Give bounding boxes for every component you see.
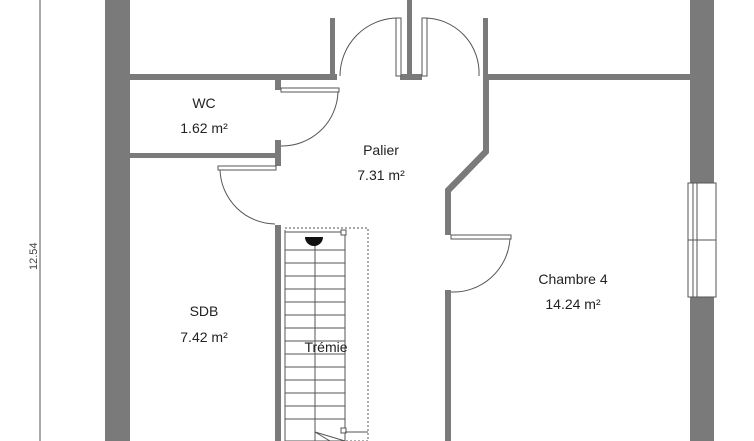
top-wall-left xyxy=(105,74,337,80)
dimension-line: 12.54 xyxy=(28,0,41,441)
dimension-label: 12.54 xyxy=(28,242,40,270)
door-jamb-left xyxy=(330,18,335,78)
room-labels: WC 1.62 m² Palier 7.31 m² SDB 7.42 m² Ch… xyxy=(180,95,608,355)
wc-right-wall-lower xyxy=(275,140,281,158)
room-area-sdb: 7.42 m² xyxy=(180,329,228,345)
chambre-left-wall-lower xyxy=(445,290,451,441)
top-wall-right xyxy=(483,74,714,80)
tremie-outline xyxy=(284,227,369,441)
room-area-wc: 1.62 m² xyxy=(180,120,228,136)
top-doors xyxy=(339,17,480,77)
room-name-sdb: SDB xyxy=(190,303,219,319)
right-exterior-wall-lower xyxy=(690,295,714,441)
door-center-wall xyxy=(407,0,412,78)
sdb-door xyxy=(217,165,277,225)
sdb-right-wall-upper xyxy=(275,158,281,166)
chambre-door xyxy=(450,234,512,293)
room-area-palier: 7.31 m² xyxy=(357,167,405,183)
stair-direction-marker xyxy=(305,237,323,246)
window xyxy=(687,182,717,298)
sdb-right-wall xyxy=(275,225,281,441)
walls xyxy=(105,0,714,441)
wc-bottom-wall xyxy=(105,153,281,158)
left-exterior-wall xyxy=(105,0,130,441)
stair-treads xyxy=(285,249,346,441)
wc-right-wall xyxy=(275,78,281,90)
staircase xyxy=(284,227,369,441)
door-jamb-right xyxy=(483,18,488,78)
chambre-diagonal-wall xyxy=(445,78,489,235)
wc-door xyxy=(280,87,340,147)
room-name-palier: Palier xyxy=(363,142,399,158)
tremie-label: Trémie xyxy=(304,339,347,355)
room-area-chambre4: 14.24 m² xyxy=(545,296,601,312)
right-exterior-wall-upper xyxy=(690,0,714,185)
room-name-wc: WC xyxy=(192,95,215,111)
room-name-chambre4: Chambre 4 xyxy=(538,271,607,287)
